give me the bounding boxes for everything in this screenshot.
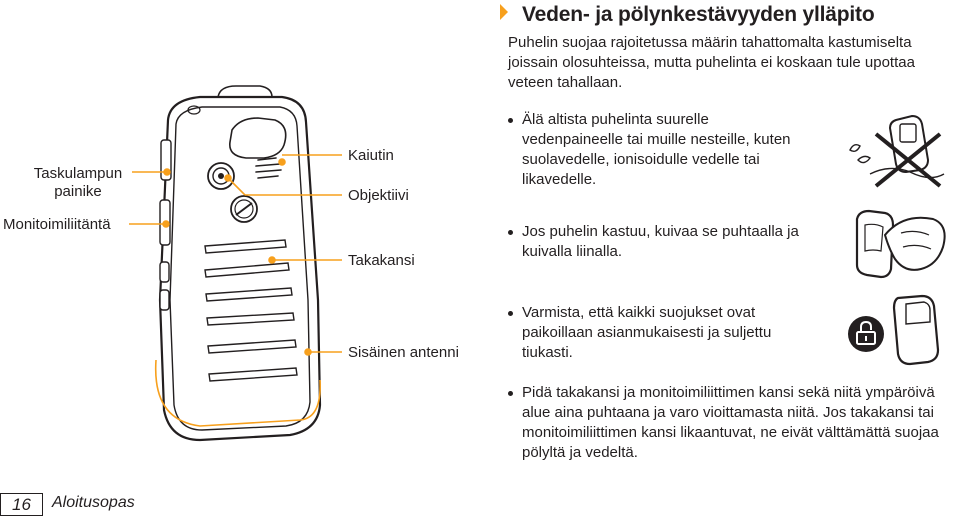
- phone-back-illustration: [129, 85, 342, 442]
- antenna-area-outline: [154, 359, 321, 427]
- speaker-grille: [255, 157, 282, 179]
- title-arrow-icon: [500, 4, 508, 20]
- label-multifunction-jack: Monitoimiliitäntä: [3, 216, 111, 233]
- phone-lock-cover-icon: [848, 294, 940, 366]
- phone-dry-cloth-icon: [855, 209, 946, 279]
- bullet-item: Varmista, että kaikki suojukset ovat pai…: [508, 303, 812, 363]
- label-speaker: Kaiutin: [348, 147, 394, 164]
- section-title: Veden- ja pölynkestävyyden ylläpito: [500, 3, 875, 27]
- callout-lines: [129, 154, 342, 356]
- bullet-item: Jos puhelin kastuu, kuivaa se puhtaalla …: [508, 222, 822, 262]
- back-ridges: [204, 239, 298, 382]
- page-number: 16: [12, 495, 31, 514]
- phone-outline: [158, 95, 322, 442]
- page-number-box: 16: [0, 493, 43, 516]
- camera-module: [229, 117, 287, 159]
- label-flashlight-button: Taskulampun painike: [33, 165, 123, 200]
- label-back-cover: Takakansi: [348, 252, 415, 269]
- label-lens: Objektiivi: [348, 187, 409, 204]
- bullet-item: Älä altista puhelinta suurelle vedenpain…: [508, 110, 812, 190]
- phone-no-water-icon: [849, 114, 945, 188]
- bullet-item: Pidä takakansi ja monitoimiliittimen kan…: [508, 383, 954, 463]
- chapter-name: Aloitusopas: [52, 494, 135, 511]
- section-intro: Puhelin suojaa rajoitetussa määrin tahat…: [508, 34, 915, 91]
- label-internal-antenna: Sisäinen antenni: [348, 344, 459, 361]
